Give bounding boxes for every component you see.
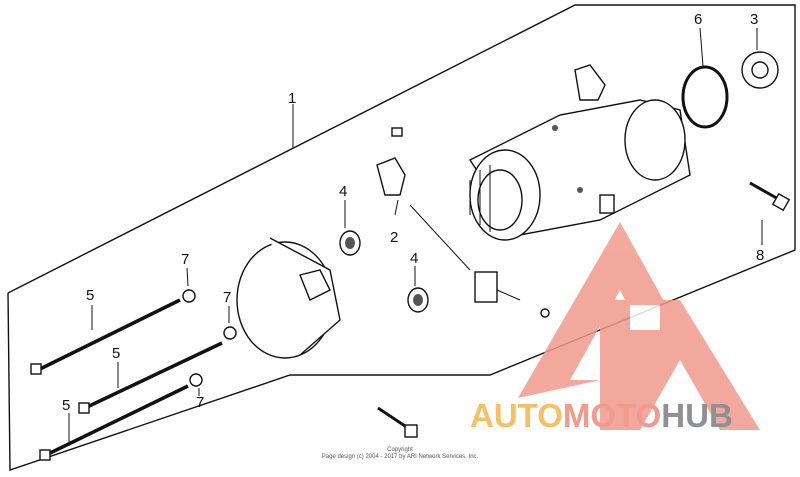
callout-8: 8 xyxy=(756,247,764,264)
o-ring xyxy=(681,65,729,129)
starter-motor xyxy=(468,64,691,241)
through-bolt-3 xyxy=(39,384,189,461)
callout-5-bottom: 5 xyxy=(62,397,70,414)
through-bolt-2 xyxy=(78,341,223,414)
washer-middle xyxy=(223,326,237,340)
copyright-line-2: Page design (c) 2004 - 2017 by ARI Netwo… xyxy=(321,454,479,460)
copyright-line-1: Copyright xyxy=(387,447,413,453)
watermark-auto: AUTO xyxy=(470,397,563,434)
brush-assembly xyxy=(376,127,550,318)
through-bolt-1 xyxy=(30,298,181,375)
end-cover xyxy=(236,237,341,359)
mounting-bolt xyxy=(749,181,791,212)
callout-3: 3 xyxy=(750,11,758,28)
watermark-logo-icon xyxy=(518,222,760,430)
callout-6: 6 xyxy=(694,11,702,28)
callout-7-bottom: 7 xyxy=(196,394,204,411)
callout-4-upper: 4 xyxy=(339,183,347,200)
callout-1: 1 xyxy=(288,90,296,107)
watermark-hub: HUB xyxy=(661,397,733,434)
callout-2: 2 xyxy=(390,229,398,246)
washer-top xyxy=(182,289,196,303)
cover-bolt xyxy=(377,406,418,438)
callout-5-top: 5 xyxy=(86,287,94,304)
callout-7-middle: 7 xyxy=(223,289,231,306)
copyright-notice: Copyright Page design (c) 2004 - 2017 by… xyxy=(300,447,500,461)
watermark-text: AUTOMOTOHUB xyxy=(470,397,733,435)
callout-4-lower: 4 xyxy=(410,250,418,267)
washer-bottom xyxy=(189,373,203,387)
callout-7-top: 7 xyxy=(181,251,189,268)
brush-spring-upper xyxy=(339,200,361,256)
callout-5-middle: 5 xyxy=(112,345,120,362)
watermark-moto: MOTO xyxy=(562,397,662,434)
brush-spring-lower xyxy=(407,266,429,313)
pinion-gear xyxy=(741,51,779,89)
